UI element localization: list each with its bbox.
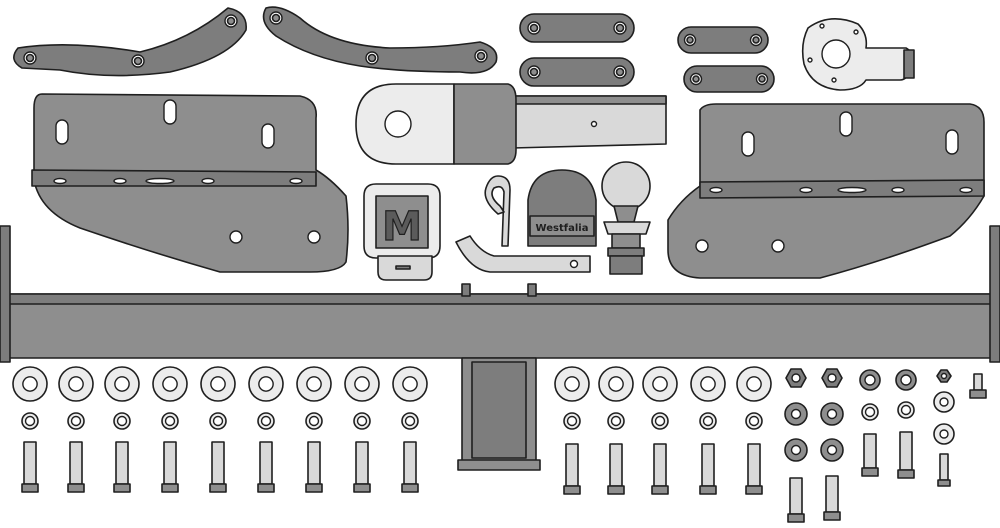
bolt xyxy=(565,443,579,487)
bolt xyxy=(747,443,761,487)
bolt xyxy=(825,475,839,513)
curved-link-bar-right xyxy=(262,6,498,74)
mounting-plate-left xyxy=(31,93,349,273)
bolt xyxy=(653,443,667,487)
short-link-bar-2 xyxy=(683,65,775,93)
bolt xyxy=(307,441,321,485)
bolt xyxy=(863,433,877,469)
hardware-group xyxy=(12,366,987,523)
bolt xyxy=(355,441,369,485)
tow-tongue xyxy=(355,83,667,165)
bolt xyxy=(163,441,177,485)
mounting-plate-right xyxy=(667,103,985,279)
bolt xyxy=(789,477,803,515)
straight-link-bar-2 xyxy=(519,57,635,87)
tow-ball xyxy=(601,161,651,275)
bolt xyxy=(403,441,417,485)
hitch-pin-clip xyxy=(455,175,591,273)
brand-badge: M xyxy=(363,183,441,281)
main-crossbar xyxy=(0,225,1000,363)
short-bolt xyxy=(973,373,983,391)
bolt xyxy=(259,441,273,485)
tow-ball-cover: Westfalia xyxy=(527,169,597,247)
bolt xyxy=(69,441,83,485)
tow-ball-cover-icon: Westfalia xyxy=(536,223,589,234)
brand-m-logo-icon: M xyxy=(382,204,422,250)
receiver-tube xyxy=(457,357,541,471)
bolt xyxy=(899,431,913,471)
socket-bracket xyxy=(801,18,915,91)
bolt xyxy=(701,443,715,487)
bolt xyxy=(23,441,37,485)
bolt xyxy=(211,441,225,485)
short-link-bar-1 xyxy=(677,26,769,54)
bolt xyxy=(115,441,129,485)
straight-link-bar-1 xyxy=(519,13,635,43)
curved-link-bar-left xyxy=(13,7,247,77)
small-bolt xyxy=(939,453,949,481)
bolt xyxy=(609,443,623,487)
